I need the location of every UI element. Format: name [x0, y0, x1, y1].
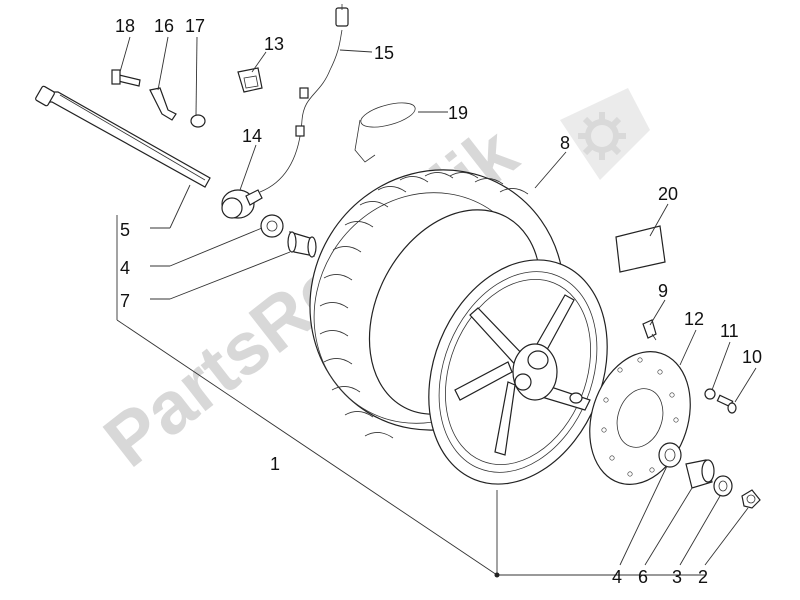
leader-lines: [116, 36, 757, 578]
bolt-bracket-assembly: [111, 69, 206, 128]
washer: [704, 388, 716, 400]
callout-16: 16: [154, 16, 174, 36]
callout-15: 15: [374, 43, 394, 63]
callout-5: 5: [120, 220, 130, 240]
callout-2: 2: [698, 567, 708, 587]
disc-bolt: [716, 394, 737, 414]
callout-18: 18: [115, 16, 135, 36]
balance-sticker: [615, 225, 666, 273]
watermark-flag-shape: [560, 88, 650, 180]
bearing-right: [658, 442, 682, 468]
spacer-sleeve: [287, 231, 317, 258]
axle-nut: [741, 489, 761, 509]
bearing-left: [260, 214, 284, 238]
callout-17: 17: [185, 16, 205, 36]
callout-labels: 18 16 17 13 15 19 8 14 5 4 7 1 20 9 12 1…: [115, 16, 762, 587]
wheel-axle: [35, 85, 211, 188]
callout-20: 20: [658, 184, 678, 204]
tire-valve: [642, 319, 657, 341]
speedometer-drive: [221, 189, 263, 219]
callout-9: 9: [658, 281, 668, 301]
callout-19: 19: [448, 103, 468, 123]
callout-4-right: 4: [612, 567, 622, 587]
callout-1: 1: [270, 454, 280, 474]
callout-11: 11: [720, 321, 739, 341]
dust-seal: [713, 475, 733, 497]
callout-4-left: 4: [120, 258, 130, 278]
speedometer-cable: [259, 4, 349, 193]
callout-6: 6: [638, 567, 648, 587]
leader-dot: [494, 572, 500, 578]
spring-clip: [354, 102, 416, 163]
callout-7: 7: [120, 291, 130, 311]
callout-14: 14: [242, 126, 262, 146]
cable-clip: [237, 67, 263, 93]
wheel-rim: [428, 259, 608, 485]
callout-12: 12: [684, 309, 704, 329]
callout-10: 10: [742, 347, 762, 367]
callout-3: 3: [672, 567, 682, 587]
callout-8: 8: [560, 133, 570, 153]
callout-13: 13: [264, 34, 284, 54]
spacer-right: [685, 459, 715, 489]
